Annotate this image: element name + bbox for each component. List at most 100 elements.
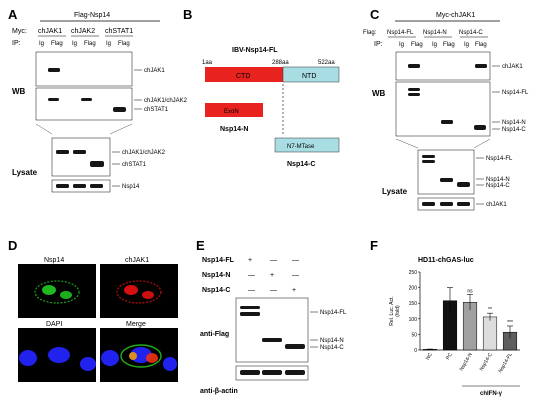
panel-b-exon-box [205,103,263,117]
chart-category-label-2: Nsp14-N [459,352,474,372]
panel-c-band-fl-b [408,93,420,96]
panel-a-lysate-arrow-label-3: Nsp14 [122,184,140,190]
panel-c-lysate-arrow-label-1: Nsp14-FL [486,156,513,162]
panel-b-ntd-box [282,66,340,83]
panel-d-label: D [8,238,17,253]
panel-c-ip-label: IP: [374,41,383,48]
panel-c-lysate-label: Lysate [382,187,408,196]
panel-a-ip-blot-2 [35,87,133,121]
panel-b-exon-label: ExoN [224,109,239,115]
panel-b-nsp14n-label: Nsp14-N [220,126,248,133]
panel-c-jak-band-1 [422,202,435,206]
panel-a-arrow-label-3: chSTAT1 [144,107,169,113]
panel-b-ctd-box [205,67,283,82]
panel-b-label: B [183,7,192,22]
panel-e-actin-label: anti-β-actin [200,388,238,395]
panel-c-band-jak-2 [475,64,487,68]
panel-c-band-jak-1 [408,64,420,68]
panel-a: A Flag-Nsp14 Myc: chJAK1 chJAK2 chSTAT1 … [8,7,188,193]
panel-c-flag-group-3: Nsp14-C [459,30,483,36]
panel-b-n7-box [274,137,340,153]
panel-a-label: A [8,7,18,22]
chart-ytick-label-0: 0 [414,348,417,354]
panel-a-lane-5: Ig [106,41,111,47]
panel-a-band-chjak1 [48,68,60,72]
panel-c-lane-5: Ig [464,42,469,48]
panel-d-red-cell [116,280,162,304]
panel-a-lane-6: Flag [118,41,130,47]
panel-d-green-cell [34,280,80,304]
panel-e-sign-3-3: + [292,287,296,294]
panel-e-sign-1-2: — [270,257,277,264]
panel-c-jak-band-3 [457,202,470,206]
panel-c-lysate-c [457,182,470,187]
panel-c-lane-6: Flag [475,42,487,48]
panel-a-band-jak-a [48,98,59,101]
panel-a-lysate-band-1 [56,150,69,154]
panel-c-lane-1: Ig [399,42,404,48]
panel-a-lysate-blot [51,137,111,177]
panel-b-ntd-label: NTD [302,73,316,80]
panel-e-arrow-label-3: Nsp14-C [320,345,344,351]
panel-a-lane-2: Flag [51,41,63,47]
panel-e-row-2: Nsp14-N [202,272,230,279]
panel-c-lane-4: Flag [443,42,455,48]
panel-e-sign-2-2: + [270,272,274,279]
chart-treatment-label: chIFN-γ [480,391,503,397]
panel-e-row-3: Nsp14-C [202,287,230,294]
panel-e-actin-band-3 [285,370,305,375]
panel-a-lysate-arrow-label-2: chSTAT1 [122,162,147,168]
panel-a-lane-4: Flag [84,41,96,47]
panel-e-sign-2-1: — [248,272,255,279]
panel-e-sign-2-3: — [292,272,299,279]
panel-e-sign-1-1: + [248,257,252,264]
panel-a-myc-label: Myc: [12,28,27,35]
panel-d-tile-red [100,264,178,318]
panel-e-arrow-label-2: Nsp14-N [320,338,344,344]
panel-d-label-nsp14: Nsp14 [44,257,64,264]
panel-c-lysate-arrow-label-4: chJAK1 [486,202,507,208]
panel-e-band-fl-a [240,306,260,309]
chart-category-label-3: Nsp14-C [479,352,494,372]
panel-e-label: E [196,238,205,253]
panel-a-lysate-label: Lysate [12,168,38,177]
panel-e-sign-1-3: — [292,257,299,264]
panel-c-lysate-fl-a [422,155,435,158]
panel-c-label: C [370,7,380,22]
panel-c-band-c [474,125,486,130]
chart-significance-2: ns [467,288,473,294]
panel-b-pos-start: 1aa [202,60,213,66]
chart-ylabel-line-2: (fold) [395,305,401,317]
panel-c-flag-group-2: Nsp14-N [423,30,447,36]
panel-c-lysate-fl-b [422,160,435,163]
panel-a-arrow-label-1: chJAK1 [144,68,165,74]
panel-c-band-fl-a [408,88,420,91]
panel-a-lysate-band-2 [73,150,86,154]
panel-e: E Nsp14-FL Nsp14-N Nsp14-C + — — — + — —… [196,238,347,395]
panel-e-sign-3-1: — [248,287,255,294]
chart-ytick-label-4: 200 [409,286,418,292]
panel-c-lysate-arrow-label-3: Nsp14-C [486,183,510,189]
panel-c-lysate-arrow-label-2: Nsp14-N [486,177,510,183]
panel-d-tile-green [18,264,96,318]
panel-e-arrow-label-1: Nsp14-FL [320,310,347,316]
panel-a-lysate-band-3 [90,161,104,167]
panel-c-arrow-label-2: Nsp14-FL [502,90,529,96]
chart-significance-3: ** [488,307,492,313]
panel-c-wb-label: WB [372,89,386,98]
panel-e-band-n [262,338,282,342]
panel-b: B IBV-Nsp14-FL 1aa 288aa 522aa CTD NTD E… [183,7,340,168]
chart-ytick-label-2: 100 [409,317,418,323]
panel-c-arrow-label-1: chJAK1 [502,64,523,70]
panel-a-lysate-arrow-label-1: chJAK1/chJAK2 [122,150,166,156]
panel-c-flag-group-1: Nsp14-FL [387,30,414,36]
chart-ytick-label-5: 250 [409,270,418,276]
panel-a-funnel [35,123,133,135]
panel-a-ip-label: IP: [12,40,21,47]
panel-a-nsp14-band-1 [56,184,69,188]
panel-e-actin-band-2 [262,370,282,375]
chart-ytick-label-3: 150 [409,301,418,307]
panel-d-label-dapi: DAPI [46,321,62,328]
panel-d-blue-nuclei [19,347,96,371]
